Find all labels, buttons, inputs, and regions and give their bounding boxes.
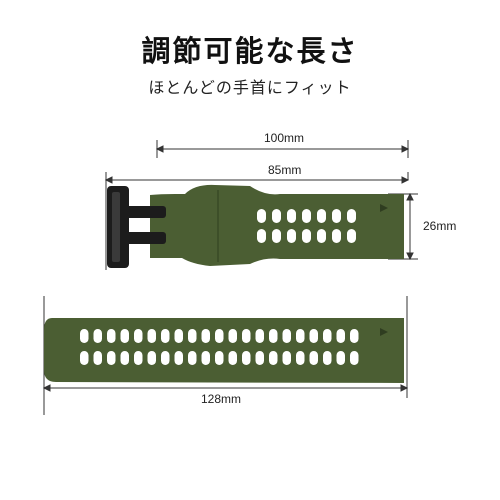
- strap-hole: [201, 329, 210, 343]
- strap-hole: [336, 329, 345, 343]
- strap-hole: [93, 329, 102, 343]
- strap-hole: [336, 351, 345, 365]
- long-strap: [44, 318, 404, 383]
- strap-hole: [120, 329, 129, 343]
- strap-hole: [296, 351, 305, 365]
- strap-hole: [80, 329, 89, 343]
- strap-hole: [147, 329, 156, 343]
- strap-hole: [107, 329, 116, 343]
- strap-hole: [309, 329, 318, 343]
- long-strap-holes: [80, 329, 359, 365]
- strap-hole: [242, 351, 251, 365]
- strap-hole: [161, 329, 170, 343]
- strap-hole: [188, 329, 197, 343]
- strap-hole: [323, 329, 332, 343]
- strap-hole: [269, 351, 278, 365]
- strap-hole: [282, 351, 291, 365]
- strap-hole: [323, 351, 332, 365]
- label-strap-length: 85mm: [268, 163, 302, 177]
- strap-hole: [228, 351, 237, 365]
- strap-hole: [134, 351, 143, 365]
- strap-hole: [93, 351, 102, 365]
- strap-hole: [215, 329, 224, 343]
- dimension-strap-length: [104, 172, 410, 270]
- strap-hole: [296, 329, 305, 343]
- strap-hole: [282, 329, 291, 343]
- label-width: 26mm: [423, 219, 457, 233]
- strap-hole: [174, 351, 183, 365]
- page-title: 調節可能な長さ: [141, 34, 359, 68]
- strap-hole: [255, 329, 264, 343]
- strap-hole: [80, 351, 89, 365]
- upper-strap-holes: [257, 209, 356, 243]
- strap-hole: [215, 351, 224, 365]
- strap-hole: [188, 351, 197, 365]
- strap-hole: [269, 329, 278, 343]
- strap-hole: [255, 351, 264, 365]
- label-total-length: 100mm: [264, 131, 305, 145]
- label-long-strap-length: 128mm: [201, 392, 242, 406]
- strap-hole: [228, 329, 237, 343]
- strap-hole: [147, 351, 156, 365]
- strap-hole: [350, 351, 359, 365]
- strap-hole: [161, 351, 170, 365]
- strap-hole: [201, 351, 210, 365]
- strap-hole: [350, 329, 359, 343]
- strap-hole: [174, 329, 183, 343]
- strap-hole: [107, 351, 116, 365]
- strap-hole: [134, 329, 143, 343]
- page-subtitle: ほとんどの手首にフィット: [148, 78, 352, 97]
- dimension-total-length: [155, 140, 410, 158]
- strap-hole: [120, 351, 129, 365]
- strap-hole: [242, 329, 251, 343]
- buckle-strap: [150, 184, 404, 266]
- strap-hole: [309, 351, 318, 365]
- buckle-icon: [107, 186, 166, 268]
